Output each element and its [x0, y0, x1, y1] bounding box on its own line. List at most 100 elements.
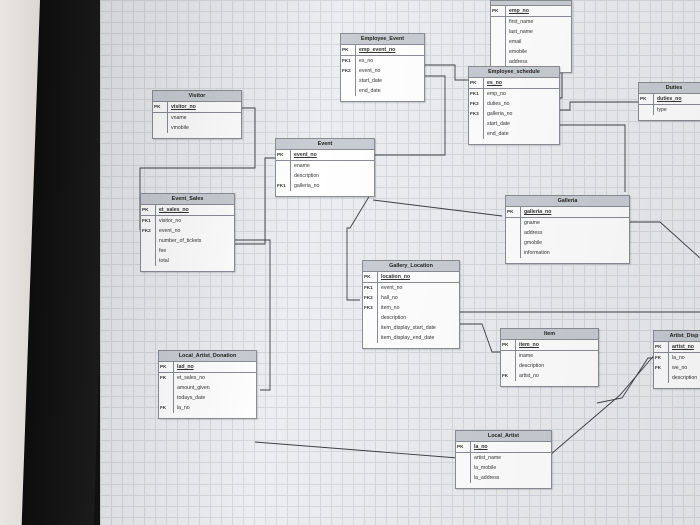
attribute-row: artist_name — [456, 453, 551, 463]
attribute-field: artist_no — [519, 373, 539, 379]
attribute-field: information — [524, 250, 550, 256]
attribute-field: amount_given — [177, 385, 210, 391]
entity-footer-space — [639, 115, 700, 120]
relationship-lines — [139, 14, 700, 459]
attribute-field: end_date — [359, 88, 381, 94]
entity-footer-space — [153, 133, 241, 138]
pk-field: emp_event_no — [359, 47, 396, 53]
attribute-field: artist_name — [474, 455, 502, 461]
key-tag — [639, 105, 654, 115]
attribute-row: item_display_start_date — [363, 323, 459, 333]
attribute-field: vmobile — [171, 125, 189, 131]
pk-field: event_no — [294, 152, 317, 158]
key-tag — [501, 351, 516, 361]
attribute-field: vname — [171, 115, 187, 121]
attribute-field: description — [381, 315, 407, 321]
key-tag — [141, 236, 156, 246]
entity-footer-space — [654, 383, 700, 388]
key-tag — [506, 218, 521, 228]
entity-header: Employee_Event — [341, 34, 424, 45]
pk-field: lad_no — [177, 364, 194, 370]
attribute-field: la_address — [474, 475, 500, 481]
key-tag — [469, 129, 484, 139]
attribute-field: duties_no — [487, 101, 510, 107]
attribute-row: email — [491, 37, 571, 47]
key-tag: FK2 — [469, 99, 484, 109]
pk-field: emp_no — [509, 8, 529, 14]
attribute-field: type — [657, 107, 667, 113]
entity-footer-space — [501, 381, 598, 386]
attribute-row: vname — [153, 113, 241, 123]
entity-footer-space — [469, 139, 559, 144]
entity-footer-space — [363, 343, 459, 348]
pk-tag: PK — [456, 442, 471, 452]
attribute-field: number_of_tickets — [159, 238, 202, 244]
key-tag: FK — [159, 373, 174, 383]
pk-field: et_sales_no — [159, 207, 189, 213]
attribute-row: end_date — [341, 86, 424, 96]
key-tag — [363, 313, 378, 323]
attribute-row: la_address — [456, 473, 551, 483]
link-event-galleria — [372, 199, 503, 217]
attribute-field: start_date — [487, 121, 511, 127]
attribute-field: hall_no — [381, 295, 398, 301]
attribute-row: amount_given — [159, 383, 256, 393]
attribute-row: information — [506, 248, 629, 258]
attribute-field: total — [159, 258, 169, 264]
attribute-field: la_no — [177, 405, 190, 411]
attribute-field: last_name — [509, 29, 533, 35]
key-tag — [141, 246, 156, 256]
link-event-employee-event — [373, 75, 446, 156]
attribute-field: gname — [524, 220, 540, 226]
key-tag — [363, 333, 378, 343]
pk-field: item_no — [519, 342, 539, 348]
key-tag — [469, 119, 484, 129]
attribute-field: event_no — [359, 68, 381, 74]
link-location-item — [458, 323, 500, 353]
pk-tag: PK — [469, 78, 484, 88]
pk-field: artist_no — [672, 344, 694, 350]
key-tag: FK — [654, 353, 669, 363]
attribute-field: event_no — [381, 285, 403, 291]
pk-tag: PK — [639, 94, 654, 104]
key-tag: FK2 — [363, 293, 378, 303]
key-tag — [506, 238, 521, 248]
key-tag — [276, 171, 291, 181]
attribute-row: gname — [506, 218, 629, 228]
key-tag: FK1 — [363, 283, 378, 293]
entity-header: Artist_Disp — [654, 331, 700, 342]
entity-header: Event_Sales — [141, 194, 234, 205]
key-tag — [456, 463, 471, 473]
attribute-field: gmobile — [524, 240, 543, 246]
attribute-row: address — [491, 57, 571, 67]
entity-footer-space — [456, 483, 551, 488]
